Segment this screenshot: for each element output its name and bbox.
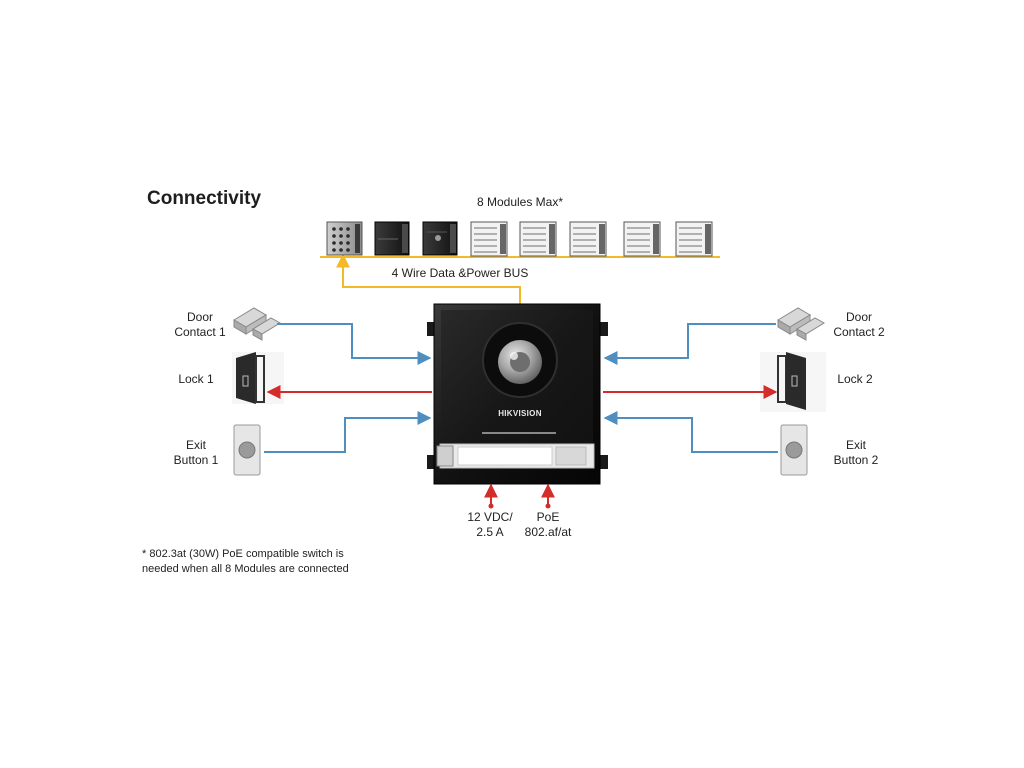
display-module <box>374 221 410 256</box>
poe-power-label: PoE 802.af/at <box>524 510 572 539</box>
modules-max-label: 8 Modules Max* <box>476 195 564 209</box>
keypad-module <box>326 221 363 256</box>
exit-button-1-label: Exit Button 1 <box>173 438 219 467</box>
button-module-3 <box>569 221 607 257</box>
door-contact-2-label: Door Contact 2 <box>833 310 885 339</box>
door-contact-2-icon <box>777 307 825 341</box>
exit-button-2-arrow <box>603 411 778 453</box>
exit-button-1-icon <box>233 424 261 476</box>
extension-modules <box>326 221 713 257</box>
exit-button-2-label: Exit Button 2 <box>833 438 879 467</box>
exit-button-1-arrow <box>264 411 432 453</box>
page-title: Connectivity <box>147 188 262 209</box>
button-module-4 <box>623 221 661 257</box>
door-station <box>427 303 608 485</box>
exit-button-2-icon <box>780 424 808 476</box>
door-contact-1-icon <box>233 307 281 341</box>
door-contact-1-arrow <box>277 323 432 365</box>
bus-line <box>320 253 720 308</box>
lock-2-icon <box>760 352 826 412</box>
lock-2-label: Lock 2 <box>837 372 873 386</box>
lock-1-icon <box>232 352 284 404</box>
left-connections <box>264 323 432 453</box>
right-connections <box>603 323 778 453</box>
power-inputs <box>484 483 555 509</box>
button-module-5 <box>675 221 713 257</box>
footnote: * 802.3at (30W) PoE compatible switch is… <box>142 548 349 575</box>
card-reader-module <box>422 221 458 256</box>
bus-label: 4 Wire Data &Power BUS <box>391 266 529 280</box>
door-contact-2-arrow <box>603 323 776 365</box>
terminal-clip-icon <box>436 445 454 467</box>
dc-power-label: 12 VDC/ 2.5 A <box>467 510 513 539</box>
door-contact-1-label: Door Contact 1 <box>174 310 226 339</box>
device-brand-label: HIKVISION <box>498 409 542 418</box>
button-module-2 <box>519 221 557 257</box>
button-module-1 <box>470 221 508 257</box>
lock-1-label: Lock 1 <box>178 372 214 386</box>
